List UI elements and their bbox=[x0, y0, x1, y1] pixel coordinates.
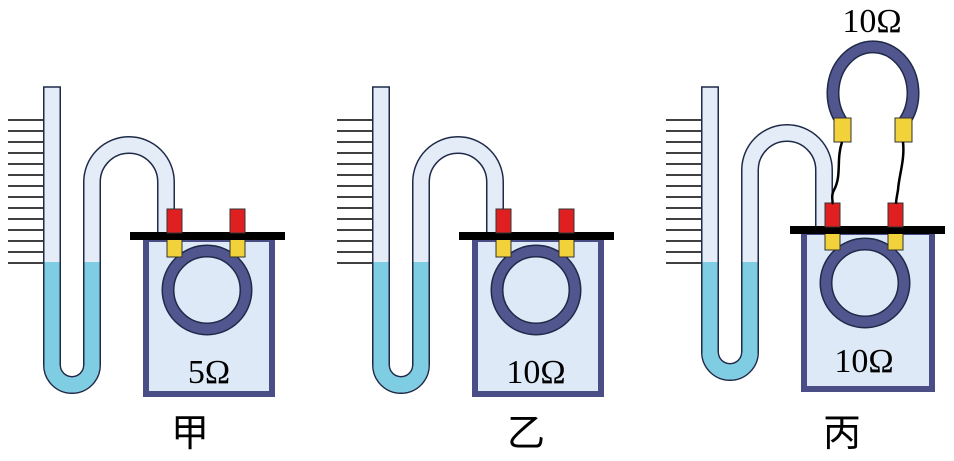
external-terminal-right bbox=[894, 117, 913, 143]
setup-jia: 5Ω 甲 bbox=[7, 86, 285, 455]
wire-left-bing bbox=[830, 141, 844, 205]
lid-jia bbox=[130, 232, 285, 240]
liquid-column-yi bbox=[373, 262, 429, 393]
lid-yi bbox=[459, 232, 614, 240]
external-terminal-left bbox=[833, 117, 852, 143]
scale-ticks-yi bbox=[336, 119, 374, 264]
external-resistor-bing bbox=[826, 40, 920, 143]
u-tube-bing bbox=[701, 86, 833, 381]
caption-yi: 乙 bbox=[507, 413, 545, 455]
clip-left-yi bbox=[495, 208, 512, 234]
caption-jia: 甲 bbox=[171, 413, 209, 455]
clip-left-jia bbox=[166, 208, 183, 234]
external-resistor-label-bing: 10Ω bbox=[842, 3, 901, 40]
wire-right-bing bbox=[894, 141, 905, 205]
container-yi bbox=[472, 238, 604, 397]
scale-ticks-bing bbox=[665, 119, 703, 264]
liquid-column-bing bbox=[702, 262, 758, 380]
caption-bing: 丙 bbox=[823, 413, 861, 455]
container-jia bbox=[143, 238, 275, 397]
resistor-label-jia: 5Ω bbox=[188, 354, 230, 391]
u-tube-yi bbox=[372, 86, 504, 394]
lid-bing bbox=[790, 226, 945, 234]
clip-right-bing bbox=[887, 202, 904, 228]
u-tube-jia bbox=[43, 86, 175, 394]
scale-ticks-jia bbox=[7, 119, 45, 264]
resistor-label-bing: 10Ω bbox=[834, 343, 893, 380]
clip-right-jia bbox=[229, 208, 246, 234]
liquid-column-jia bbox=[44, 262, 100, 393]
clip-right-yi bbox=[558, 208, 575, 234]
clip-left-bing bbox=[824, 202, 841, 228]
container-bing bbox=[801, 231, 935, 392]
resistor-label-yi: 10Ω bbox=[506, 354, 565, 391]
setup-yi: 10Ω 乙 bbox=[336, 86, 614, 455]
setup-bing: 10Ω 10Ω 丙 bbox=[665, 3, 945, 455]
